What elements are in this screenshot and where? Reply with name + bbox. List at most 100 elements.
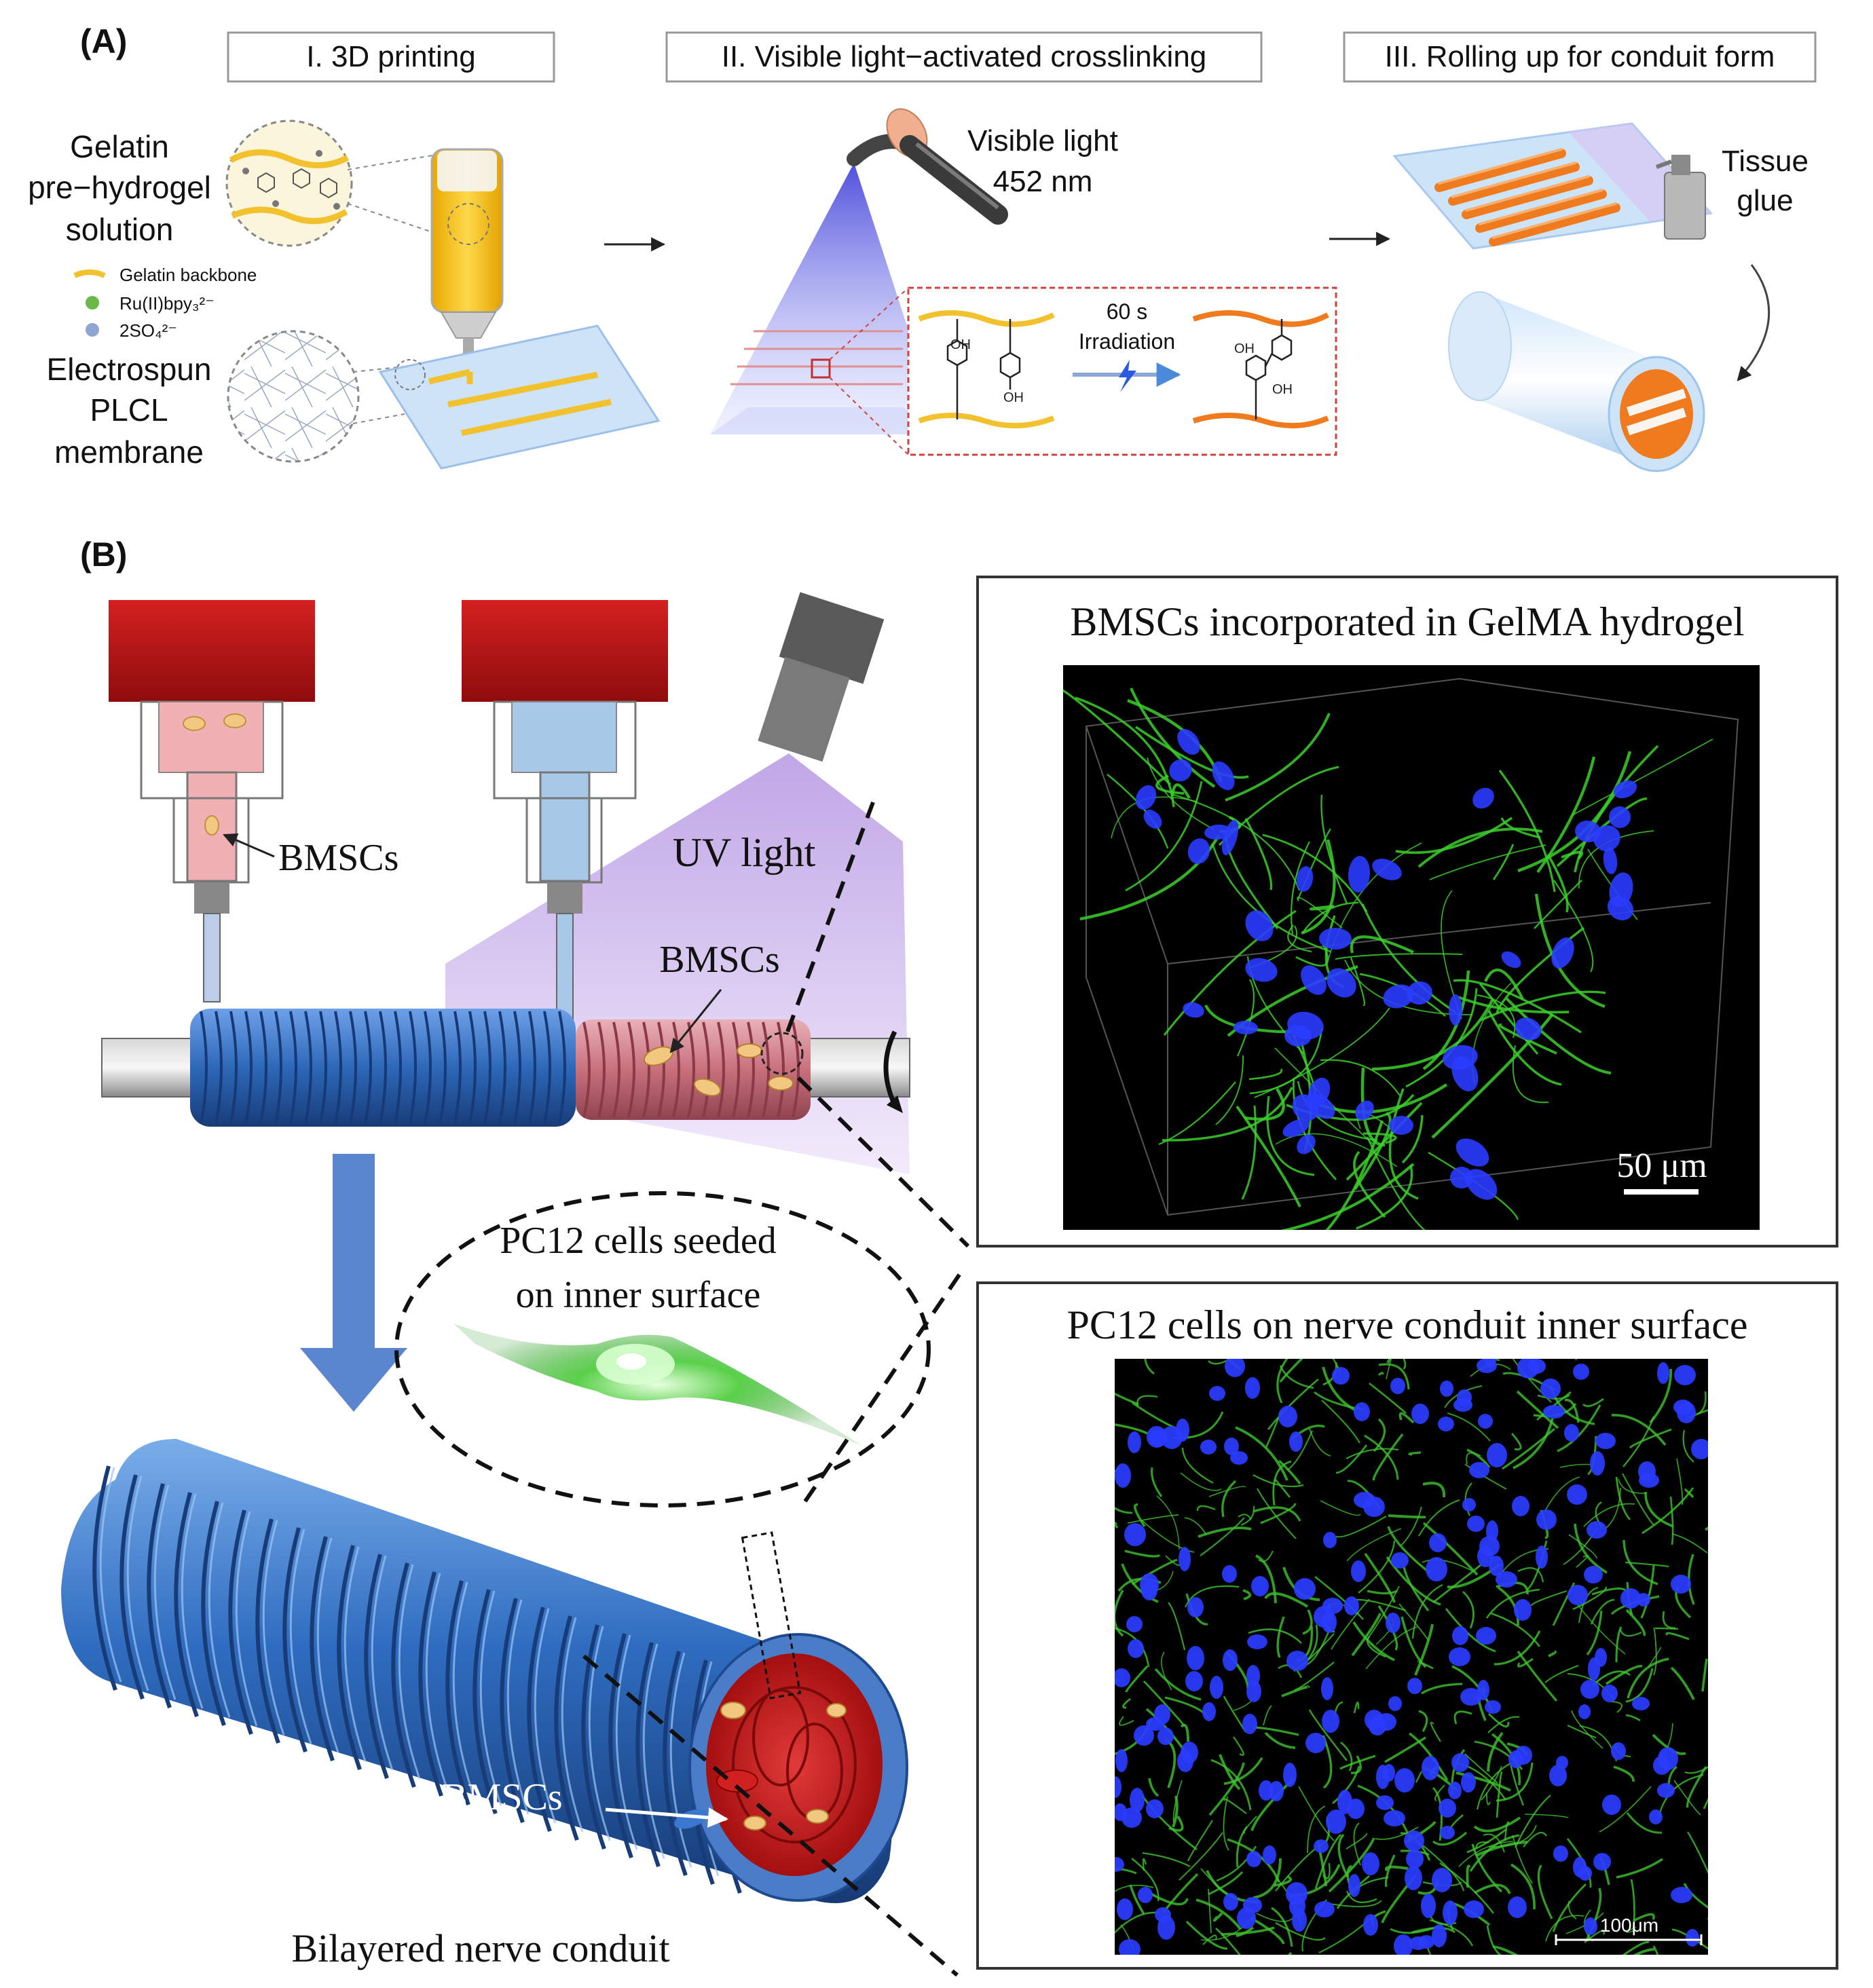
neurite (1115, 1521, 1119, 1529)
nucleus (1406, 1850, 1424, 1869)
neurite (1377, 1605, 1398, 1651)
micro-bottom-title: PC12 cells on nerve conduit inner surfac… (1067, 1302, 1747, 1347)
neurite (1421, 1683, 1463, 1695)
actin-fiber (1236, 1105, 1301, 1207)
nucleus (1476, 1627, 1496, 1645)
membrane-label-3: membrane (54, 434, 204, 470)
nucleus (1671, 1575, 1691, 1594)
actin-fiber (1287, 924, 1312, 953)
neurite (1494, 1630, 1541, 1666)
neurite (1281, 1685, 1310, 1698)
neurite (1409, 1732, 1449, 1781)
coil-winding (394, 1011, 402, 1125)
neurite (1487, 1731, 1504, 1772)
neurite (1418, 1499, 1460, 1537)
neurite (1260, 1503, 1297, 1524)
step-3-title: III. Rolling up for conduit form (1385, 40, 1775, 73)
step-3-box (1343, 31, 1817, 83)
neurite (1652, 1945, 1659, 1955)
neurite (1150, 1892, 1189, 1906)
nucleus (1449, 1647, 1470, 1666)
pc12-seeded-label-1: PC12 cells seeded (500, 1220, 776, 1262)
nucleus (1354, 1492, 1375, 1508)
neurite (1372, 1433, 1404, 1481)
neurite (1367, 1590, 1398, 1595)
neurite (1486, 1792, 1491, 1805)
nucleus (1363, 1914, 1378, 1936)
conduit-tube (1448, 291, 1705, 472)
nucleus (1126, 1616, 1143, 1632)
neurite (1670, 1666, 1695, 1700)
coil-winding (424, 1011, 432, 1125)
coil-ridge-highlight (316, 1537, 339, 1753)
coil-ridge (527, 1607, 552, 1832)
nucleus (1658, 1747, 1678, 1770)
nucleus (1263, 1845, 1276, 1864)
nucleus (1452, 1626, 1468, 1645)
coil-ridge (310, 1536, 335, 1761)
nucleus (1388, 1696, 1402, 1711)
neurite (1466, 1448, 1491, 1469)
phenol-groups (257, 168, 337, 199)
nucleus (1210, 1676, 1223, 1699)
actin-fiber (1075, 696, 1175, 808)
nucleus (1394, 1768, 1415, 1793)
neurite (1466, 1828, 1507, 1854)
actin-fiber (1546, 854, 1569, 913)
gelatin-label-2: pre−hydrogel (28, 170, 211, 205)
nucleus (1517, 1359, 1539, 1379)
actin-fiber (1492, 844, 1515, 880)
nucleus (1407, 1678, 1422, 1694)
neurite (1125, 1665, 1149, 1693)
neurite (1622, 1473, 1654, 1526)
actin-fiber (1422, 970, 1470, 1070)
nucleus (1649, 1809, 1663, 1824)
neurite (1496, 1771, 1503, 1818)
neurite (1388, 1514, 1426, 1519)
legend-gelatin-line (73, 269, 106, 278)
actin-fiber (1335, 953, 1463, 960)
neurite (1364, 1434, 1399, 1480)
neurite (1115, 1867, 1137, 1875)
nucleus (1465, 1169, 1498, 1200)
neurite (1132, 1558, 1178, 1586)
neurite (1466, 1864, 1471, 1888)
neurite (1557, 1404, 1601, 1452)
coil-ridge (500, 1598, 525, 1823)
bmscs-arrow-1 (223, 833, 275, 858)
neurite (1223, 1796, 1229, 1851)
nucleus (1121, 1807, 1142, 1828)
neurite (1434, 1784, 1445, 1801)
neurite (1398, 1412, 1415, 1424)
legend-so4-text: 2SO₄²⁻ (119, 320, 177, 341)
neurite (1384, 1865, 1409, 1872)
neurite (1502, 1427, 1556, 1470)
actin-fiber (1130, 688, 1216, 788)
coil-winding (657, 1021, 665, 1118)
coil-ridge-highlight (153, 1484, 177, 1700)
coil-ridge-highlight (398, 1564, 421, 1780)
neurite (1253, 1506, 1301, 1522)
micrograph-pc12: PC12 cells on nerve conduit inner surfac… (976, 1281, 1838, 1970)
micro-top-title: BMSCs incorporated in GelMA hydrogel (1070, 599, 1744, 644)
neurite (1278, 1459, 1301, 1485)
nucleus (1351, 1560, 1366, 1582)
neurite (1627, 1657, 1669, 1699)
nucleus (1440, 1826, 1455, 1839)
actin-fiber (1395, 817, 1513, 855)
neurite (1335, 1444, 1368, 1474)
nucleus (1536, 1509, 1557, 1530)
coil-ridge (445, 1580, 470, 1805)
neurite (1486, 1925, 1502, 1955)
neurite (1517, 1657, 1534, 1668)
neurite (1475, 1841, 1528, 1857)
neurite (1544, 1665, 1579, 1683)
coil-ridge-highlight (99, 1467, 122, 1683)
coil-ridge (228, 1509, 253, 1735)
actin-fiber (1371, 998, 1494, 1071)
neurite (1221, 1480, 1237, 1518)
neurite (1592, 1670, 1631, 1687)
coil-ridge-highlight (235, 1511, 258, 1727)
nucleus (1115, 1463, 1131, 1488)
nucleus (1602, 1795, 1621, 1815)
